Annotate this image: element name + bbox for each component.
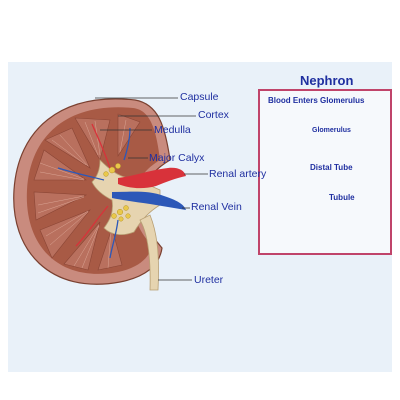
label-capsule: Capsule — [180, 91, 219, 103]
renal-vein-shape — [112, 191, 186, 210]
label-glomerulus: Glomerulus — [312, 127, 351, 134]
renal-artery-shape — [118, 167, 186, 189]
label-distal-tube: Distal Tube — [310, 163, 353, 172]
label-tubule: Tubule — [329, 193, 355, 202]
label-renal-vein: Renal Vein — [191, 201, 242, 213]
ureter-shape — [139, 214, 159, 291]
label-ureter: Ureter — [194, 274, 224, 286]
nephron-panel — [258, 89, 392, 255]
interlobar-vessels — [57, 123, 131, 259]
fat-deposits — [103, 163, 131, 222]
label-renal-artery: Renal artery — [209, 168, 267, 180]
label-leader-lines — [95, 97, 208, 281]
label-blood-enters-glomerulus: Blood Enters Glomerulus — [268, 96, 365, 105]
label-medulla: Medulla — [154, 124, 191, 136]
label-major-calyx: Major Calyx — [149, 152, 205, 164]
nephron-title: Nephron — [300, 73, 354, 88]
pyramid-striations — [37, 119, 127, 269]
label-cortex: Cortex — [198, 109, 229, 121]
